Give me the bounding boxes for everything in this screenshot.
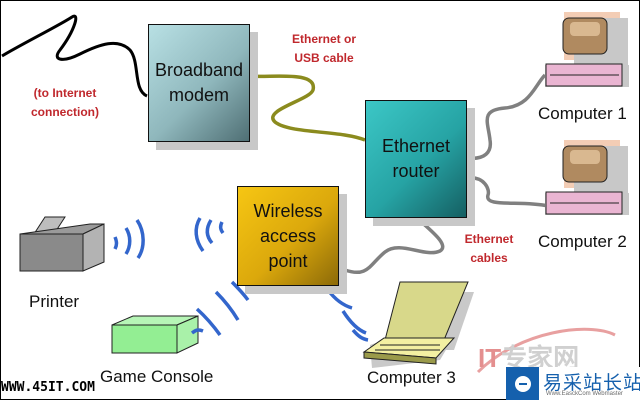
site-name: 易采站长站 bbox=[543, 373, 640, 394]
modem-label-line2: modem bbox=[168, 85, 229, 105]
ethernet-cables-note: Ethernet cables bbox=[456, 230, 522, 268]
modem-cable-note-line2: USB cable bbox=[294, 51, 354, 65]
router-computer1-cable bbox=[466, 73, 547, 161]
modem-cable-note-line1: Ethernet or bbox=[291, 32, 356, 46]
ethernet-router-node: Ethernet router bbox=[365, 100, 467, 218]
ethernet-cables-note-line2: cables bbox=[470, 251, 508, 265]
computer1-label: Computer 1 bbox=[538, 104, 627, 123]
game-console-icon bbox=[111, 315, 199, 354]
wireless-waves-ap-left bbox=[194, 217, 225, 253]
internet-cable bbox=[1, 14, 148, 98]
computer1-icon bbox=[545, 12, 629, 87]
router-label-line2: router bbox=[392, 161, 440, 181]
it-logo-swoosh bbox=[476, 327, 616, 374]
router-computer2-cable bbox=[466, 176, 549, 208]
broadband-modem-node: Broadband modem bbox=[148, 24, 250, 142]
printer-label: Printer bbox=[29, 292, 80, 311]
router-ap-cable bbox=[344, 216, 445, 274]
site-badge: 易采站长站 Www.EasckCom Webmaster bbox=[506, 367, 640, 400]
it-logo-prefix: IT bbox=[478, 343, 502, 373]
wireless-waves-console bbox=[190, 280, 250, 337]
modem-router-cable bbox=[249, 74, 366, 142]
game-console-label: Game Console bbox=[100, 367, 214, 386]
wireless-access-point-node: Wireless access point bbox=[237, 186, 339, 286]
site-subtitle: Www.EasckCom Webmaster bbox=[546, 391, 623, 397]
router-label-line1: Ethernet bbox=[381, 136, 451, 156]
internet-note-line1: (to Internet bbox=[33, 86, 97, 100]
ap-label-line2: access bbox=[259, 225, 316, 246]
computer2-label: Computer 2 bbox=[538, 232, 627, 251]
computer3-label: Computer 3 bbox=[367, 368, 456, 387]
ethernet-cables-note-line1: Ethernet bbox=[464, 232, 514, 246]
printer-icon bbox=[19, 216, 105, 272]
site-logo-icon bbox=[506, 367, 539, 400]
modem-label-line1: Broadband bbox=[154, 60, 244, 80]
ap-label-line1: Wireless bbox=[253, 200, 323, 221]
ap-label-line3: point bbox=[268, 250, 308, 271]
modem-cable-note: Ethernet or USB cable bbox=[282, 30, 366, 68]
computer2-icon bbox=[545, 140, 629, 215]
watermark-url: WWW.45IT.COM bbox=[1, 380, 95, 395]
computer3-icon bbox=[362, 281, 474, 368]
wireless-waves-printer bbox=[113, 219, 145, 260]
internet-connection-note: (to Internet connection) bbox=[22, 84, 108, 122]
internet-note-line2: connection) bbox=[31, 105, 99, 119]
